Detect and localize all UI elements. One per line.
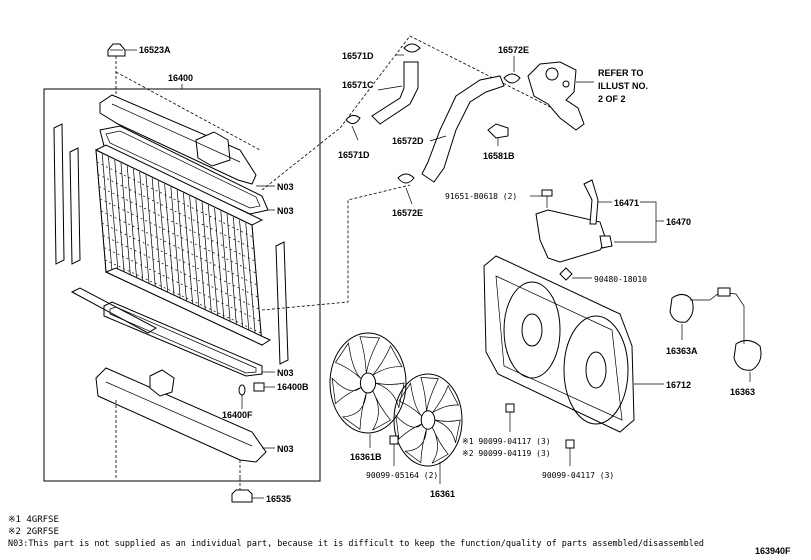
label-16361: 16361 [430,489,455,499]
side-bar-right [275,241,289,365]
label-16523A: 16523A [139,45,171,55]
label-refer-line2: ILLUST NO. [598,81,648,91]
hose-clamp-16572E-bottom [397,173,415,205]
label-16363A: 16363A [666,346,698,356]
label-refer-line1: REFER TO [598,68,643,78]
radiator-hose-16571C [371,61,419,125]
lower-gasket [103,301,263,377]
label-16471: 16471 [614,198,639,208]
label-N03-lower-tank: N03 [277,444,294,454]
hose-clamp-16571D-top [396,43,421,56]
label-16363: 16363 [730,387,755,397]
label-16400F: 16400F [222,410,253,420]
fan-16361 [393,373,463,467]
label-refer-line3: 2 OF 2 [598,94,626,104]
fan-shroud-16712 [483,255,664,433]
drain-cock-16535 [231,489,264,503]
radiator-upper-tank [99,94,257,185]
reservoir-tank-16470 [535,209,613,263]
hose-clamp-16571D-bottom [345,114,361,141]
label-N03-lower-gasket: N03 [277,368,294,378]
label-16400: 16400 [168,73,193,83]
label-16470: 16470 [666,217,691,227]
note-n03: N03:This part is not supplied as an indi… [8,539,704,549]
label-90480: 90480-18010 [594,275,647,284]
label-16581B: 16581B [483,151,515,161]
hose-clamp-16572E-top [503,56,521,84]
overflow-hose-16471 [583,179,612,225]
label-16572D: 16572D [392,136,424,146]
o-ring-16400F [238,384,246,409]
fan-16361B [329,332,407,434]
label-16361B: 16361B [350,452,382,462]
lower-seal-strip [70,287,158,334]
label-16571D-bottom: 16571D [338,150,370,160]
hose-clamp-16581B [487,123,509,146]
note-2grfse: ※2 2GRFSE [8,527,59,537]
bolt-91651 [530,189,553,208]
label-16712: 16712 [666,380,691,390]
label-N03-upper-tank: N03 [277,182,294,192]
clip-90480 [559,267,592,281]
radiator-cap-16523A [107,43,137,101]
label-16535: 16535 [266,494,291,504]
label-16571C: 16571C [342,80,374,90]
label-90099-04117a: ※1 90099-04117 (3) [462,437,551,446]
label-90099-04117b: 90099-04117 (3) [542,471,614,480]
label-91651: 91651-B0618 (2) [445,192,517,201]
label-90099-05164: 90099-05164 (2) [366,471,438,480]
nut-90099-05164 [389,435,399,466]
label-16572E-bottom: 16572E [392,208,423,218]
side-bar-left-inner [69,147,81,265]
label-N03-upper-gasket: N03 [277,206,294,216]
label-16400B: 16400B [277,382,309,392]
label-90099-04119: ※2 90099-04119 (3) [462,449,551,458]
radiator-hose-16572D [421,75,505,183]
radiator-core [94,144,272,346]
label-16571D-top: 16571D [342,51,374,61]
label-16572E-top: 16572E [498,45,529,55]
side-bar-left [53,123,65,265]
drain-plug-16400B [253,382,275,392]
figure-id: 163940F [755,546,791,556]
screw-90099-04117-right [565,439,575,466]
water-outlet-housing [527,61,594,131]
note-4grfse: ※1 4GRFSE [8,515,59,525]
radiator-lower-tank [95,367,267,463]
fan-motor-16363A [669,287,745,340]
fan-motor-16363 [733,330,762,382]
screw-90099-04117-left [505,403,515,432]
